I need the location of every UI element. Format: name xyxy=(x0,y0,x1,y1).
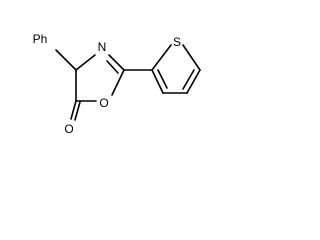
bond-thiophene-c2-s xyxy=(151,44,172,71)
label-ring-oxygen: O xyxy=(99,96,108,110)
bond-thiophene-c3-c2-double xyxy=(157,69,168,89)
label-ring-nitrogen: N xyxy=(98,40,107,54)
bond-c5-o-double-b xyxy=(74,101,81,121)
label-carbonyl-oxygen: O xyxy=(64,122,73,136)
bond-thiophene-c3-c2 xyxy=(151,69,164,94)
bond-n3-c2 xyxy=(108,54,125,71)
bond-n3-c2-double xyxy=(106,60,119,74)
bond-thiophene-s-c5 xyxy=(182,44,201,71)
bond-c4-n3 xyxy=(75,54,96,71)
bond-c2-o1 xyxy=(111,69,125,96)
label-thiophene-sulfur: S xyxy=(173,35,181,49)
label-phenyl: Ph xyxy=(33,32,48,46)
bond-thiophene-c5-c4 xyxy=(186,69,201,94)
structure-diagram: Ph N O O S xyxy=(33,32,201,136)
bond-c4-phenyl xyxy=(55,49,77,71)
bond-thiophene-c5-c4-double xyxy=(182,69,195,90)
bond-c5-o-double-a xyxy=(70,100,77,120)
